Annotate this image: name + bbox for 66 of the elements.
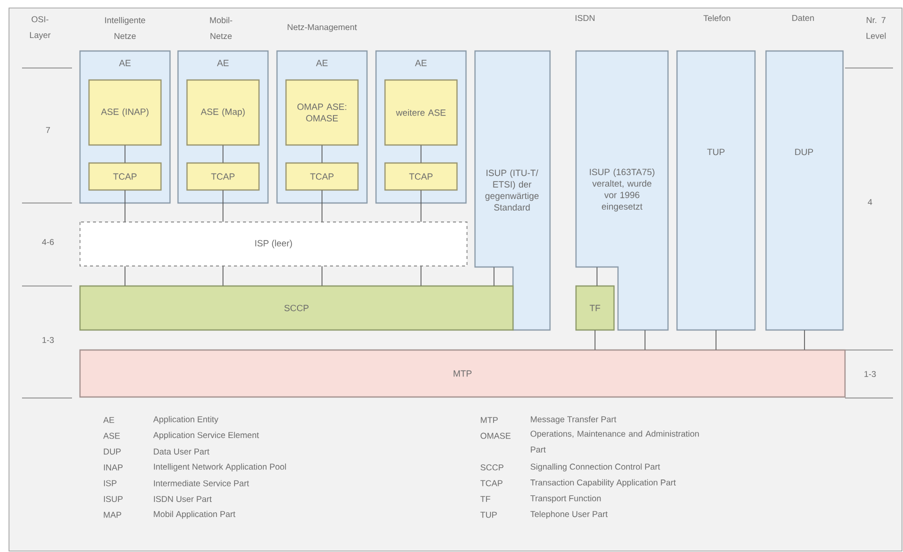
layer-number: 1-3 [864, 371, 876, 377]
glossary-definition: Transaction Capability Application Part [530, 479, 676, 488]
glossary-definition: Application Entity [153, 416, 218, 424]
connector-line [804, 330, 805, 350]
connector-line [124, 190, 126, 222]
column-heading: Intelligente Netze [105, 16, 146, 40]
column-heading: ISDN [576, 15, 594, 21]
protocol-box: TF [575, 285, 615, 331]
glossary-term: TUP [480, 512, 497, 518]
connector-line [594, 330, 596, 350]
connector-line [420, 144, 422, 164]
service-element-box: weitere ASE [384, 79, 458, 146]
layer-number: 7 [46, 127, 50, 133]
protocol-box: TCAP [88, 162, 162, 191]
service-element-box: ASE (INAP) [88, 79, 162, 146]
connector-line [596, 266, 598, 286]
glossary-term: AE [103, 417, 114, 423]
glossary-term: INAP [104, 464, 123, 470]
layer-number: 1-3 [42, 337, 54, 343]
connector-line [222, 144, 224, 164]
protocol-box: TUP [676, 50, 756, 331]
column-heading: Netz-Management [288, 24, 357, 32]
connector-line [124, 266, 126, 286]
glossary-definition: Application Service Element [153, 432, 259, 440]
glossary-definition: Telephone User Part [530, 510, 608, 519]
glossary-term: ISP [104, 480, 116, 486]
column-heading: Telefon [704, 14, 730, 22]
glossary-term: DUP [104, 448, 121, 455]
glossary-term: ASE [103, 432, 120, 439]
connector-line [222, 190, 224, 222]
protocol-box: SCCP [79, 285, 514, 331]
protocol-box: DUP [765, 50, 844, 331]
connector-line [644, 330, 646, 350]
protocol-box: TCAP [186, 162, 260, 191]
service-element-box: ASE (Map) [186, 79, 260, 146]
protocol-box: MTP [79, 349, 846, 398]
connector-line [124, 144, 126, 164]
protocol-box: TCAP [384, 162, 458, 191]
protocol-box: ISP (leer) [80, 222, 468, 266]
glossary-term: MTP [480, 417, 498, 423]
column-heading: Nr. 7 Level [866, 17, 886, 39]
connector-line [420, 266, 422, 286]
glossary-definition: Mobil Application Part [154, 510, 236, 519]
glossary-definition: Operations, Maintenance and Administration Part [530, 430, 699, 453]
glossary-definition: Data User Part [154, 448, 210, 455]
glossary-term: TCAP [480, 480, 502, 486]
layer-number: 4-6 [42, 239, 54, 245]
connector-line [222, 266, 224, 286]
glossary-definition: Intermediate Service Part [154, 480, 250, 486]
service-element-box: OMAP ASE: OMASE [285, 79, 359, 146]
glossary-term: TF [480, 496, 490, 502]
glossary-term: SCCP [480, 464, 504, 470]
glossary-definition: Transport Function [530, 495, 601, 503]
column-heading: OSI-Layer [30, 16, 50, 40]
column-heading: Mobil-Netze [210, 16, 232, 40]
glossary-definition: ISDN User Part [154, 496, 212, 502]
glossary-term: ISUP [104, 496, 123, 502]
glossary-definition: Message Transfer Part [530, 416, 616, 424]
protocol-box: TCAP [285, 162, 359, 191]
glossary-term: MAP [104, 512, 122, 518]
column-heading: Daten [792, 15, 814, 21]
connector-line [420, 190, 422, 222]
layer-number: 4 [868, 199, 872, 205]
glossary-term: OMASE [480, 432, 511, 439]
glossary-definition: Intelligent Network Application Pool [154, 463, 286, 472]
glossary-definition: Signalling Connection Control Part [530, 463, 660, 472]
